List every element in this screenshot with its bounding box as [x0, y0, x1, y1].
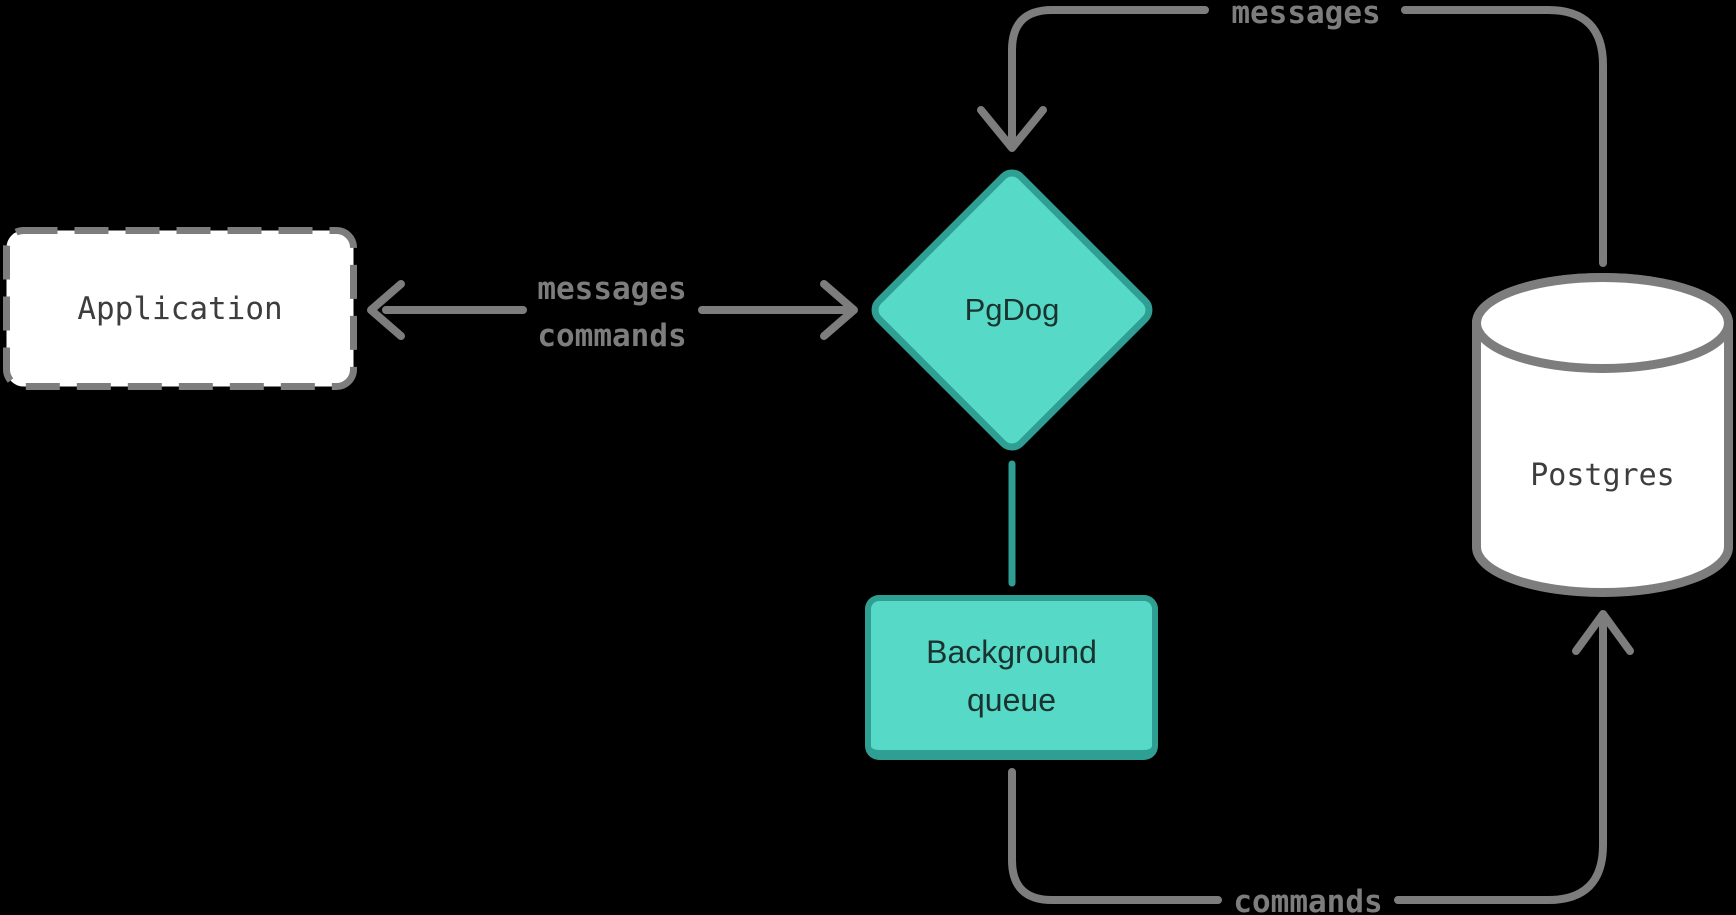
- node-pgdog: PgDog: [864, 162, 1160, 458]
- edge-queue-postgres-segment-left: [1008, 768, 1222, 904]
- node-background-queue-label-line1: Background: [926, 633, 1097, 670]
- edge-postgres-pgdog-segment-right: [1401, 6, 1607, 267]
- node-postgres-label: Postgres: [1530, 458, 1675, 493]
- node-postgres: Postgres: [1472, 273, 1733, 597]
- edge-app-pgdog-arrowhead-left: [367, 280, 405, 340]
- node-application: Application: [3, 227, 357, 390]
- application-dashed-box: [3, 227, 357, 390]
- node-application-label: Application: [77, 290, 283, 327]
- edge-queue-postgres-arrowhead-up: [1572, 610, 1634, 655]
- edge-postgres-pgdog-arrowhead-down: [977, 106, 1047, 152]
- edge-label-commands-bottom: commands: [1233, 884, 1383, 915]
- edge-label-messages-mid: messages: [537, 271, 687, 307]
- edge-queue-postgres-segment-right: [1394, 614, 1607, 904]
- node-background-queue: Background queue: [865, 595, 1158, 760]
- edge-app-pgdog-arrowhead-right: [820, 280, 858, 340]
- node-background-queue-label-line2: queue: [967, 681, 1056, 718]
- postgres-cylinder-shape: [1472, 273, 1733, 597]
- edge-postgres-pgdog-segment-left: [1008, 6, 1209, 150]
- edge-label-commands-mid: commands: [537, 318, 687, 354]
- node-pgdog-label: PgDog: [964, 292, 1060, 327]
- edge-label-messages-top: messages: [1231, 0, 1381, 31]
